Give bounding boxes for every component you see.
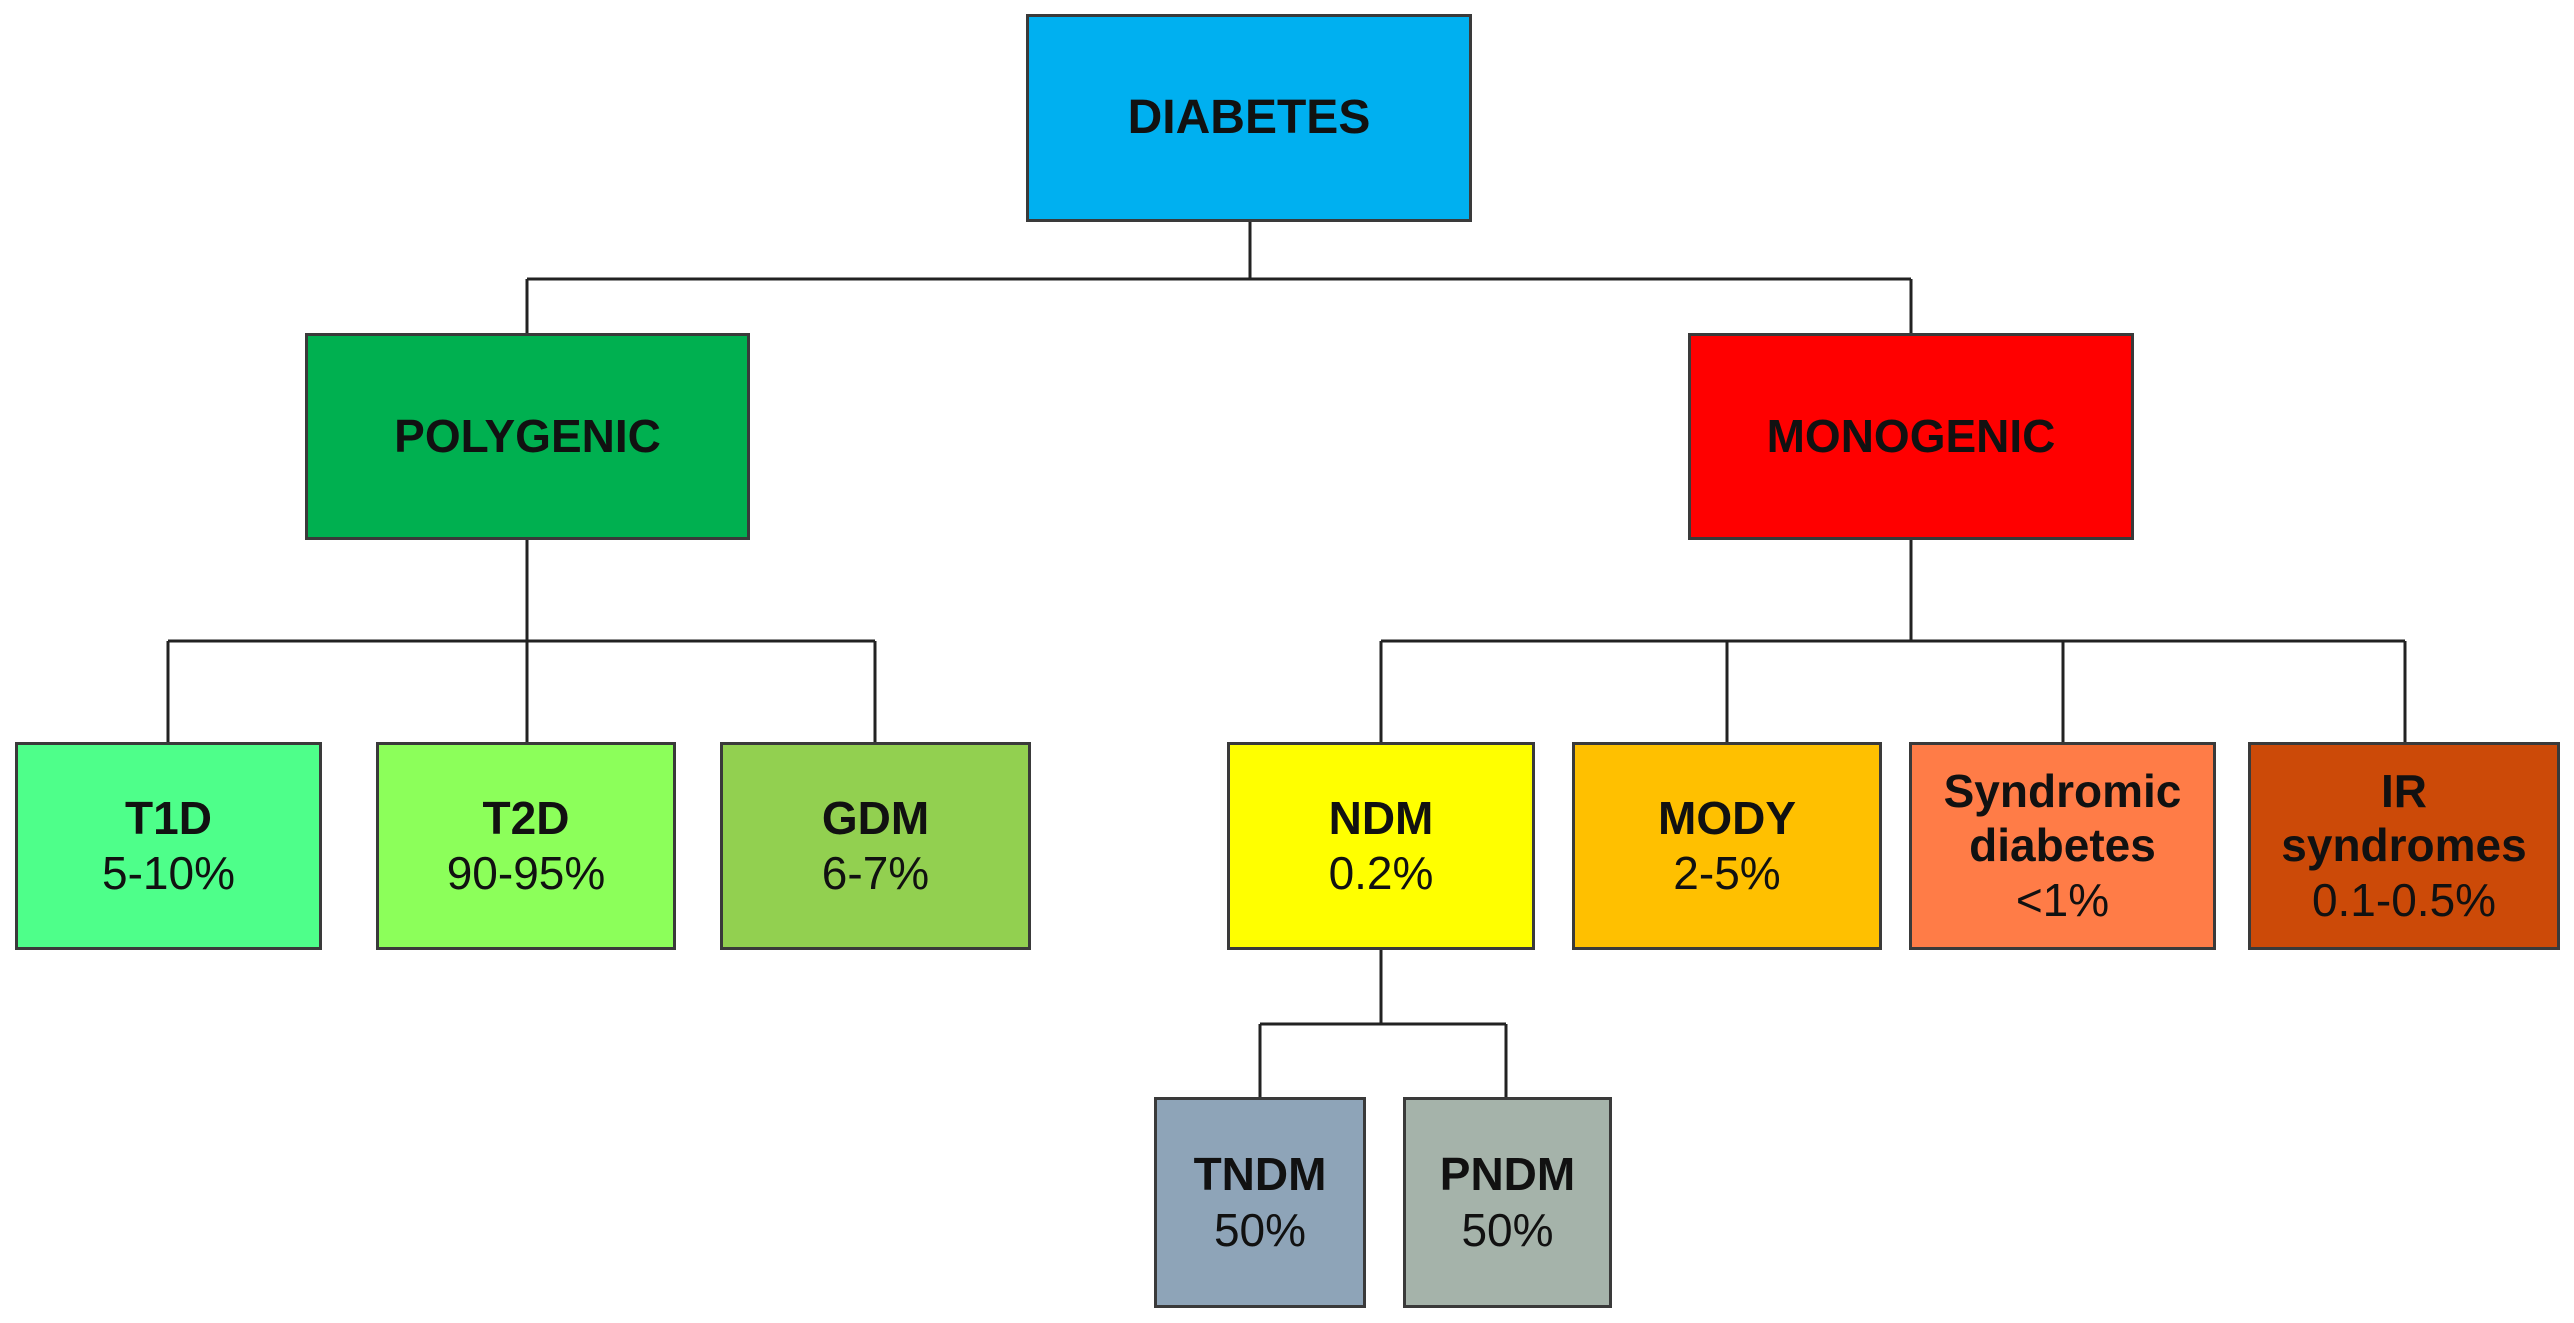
node-tndm-title: TNDM <box>1193 1148 1327 1201</box>
node-tndm-value: 50% <box>1213 1203 1307 1256</box>
node-t2d: T2D 90-95% <box>376 742 676 950</box>
node-ir-title-line1: IR <box>2381 764 2427 817</box>
node-pndm-title: PNDM <box>1439 1148 1576 1201</box>
node-ndm: NDM 0.2% <box>1227 742 1535 950</box>
node-polygenic-title: POLYGENIC <box>394 410 661 463</box>
node-syndromic-title-line2: diabetes <box>1969 818 2156 871</box>
node-t1d: T1D 5-10% <box>15 742 322 950</box>
node-diabetes: DIABETES <box>1026 14 1472 222</box>
node-t1d-value: 5-10% <box>102 847 235 900</box>
node-polygenic: POLYGENIC <box>305 333 750 540</box>
node-diabetes-title: DIABETES <box>1127 90 1371 144</box>
node-t2d-title: T2D <box>482 791 570 844</box>
node-pndm-value: 50% <box>1461 1203 1554 1256</box>
node-ndm-value: 0.2% <box>1328 847 1434 900</box>
node-monogenic: MONOGENIC <box>1688 333 2134 540</box>
node-gdm: GDM 6-7% <box>720 742 1031 950</box>
node-mody: MODY 2-5% <box>1572 742 1882 950</box>
node-syndromic-diabetes: Syndromic diabetes <1% <box>1909 742 2216 950</box>
node-gdm-title: GDM <box>821 791 930 844</box>
node-syndromic-title-line1: Syndromic <box>1943 764 2182 817</box>
node-t2d-value: 90-95% <box>446 847 606 900</box>
node-gdm-value: 6-7% <box>821 847 930 900</box>
node-ir-title-line2: syndromes <box>2281 818 2527 871</box>
node-pndm: PNDM 50% <box>1403 1097 1612 1308</box>
node-monogenic-title: MONOGENIC <box>1766 410 2056 463</box>
node-mody-title: MODY <box>1658 791 1796 844</box>
node-ir-value: 0.1-0.5% <box>2311 874 2497 927</box>
node-syndromic-value: <1% <box>2015 874 2110 927</box>
node-t1d-title: T1D <box>125 791 212 844</box>
node-ir-syndromes: IR syndromes 0.1-0.5% <box>2248 742 2560 950</box>
node-mody-value: 2-5% <box>1673 847 1781 900</box>
node-tndm: TNDM 50% <box>1154 1097 1366 1308</box>
node-ndm-title: NDM <box>1328 791 1434 844</box>
